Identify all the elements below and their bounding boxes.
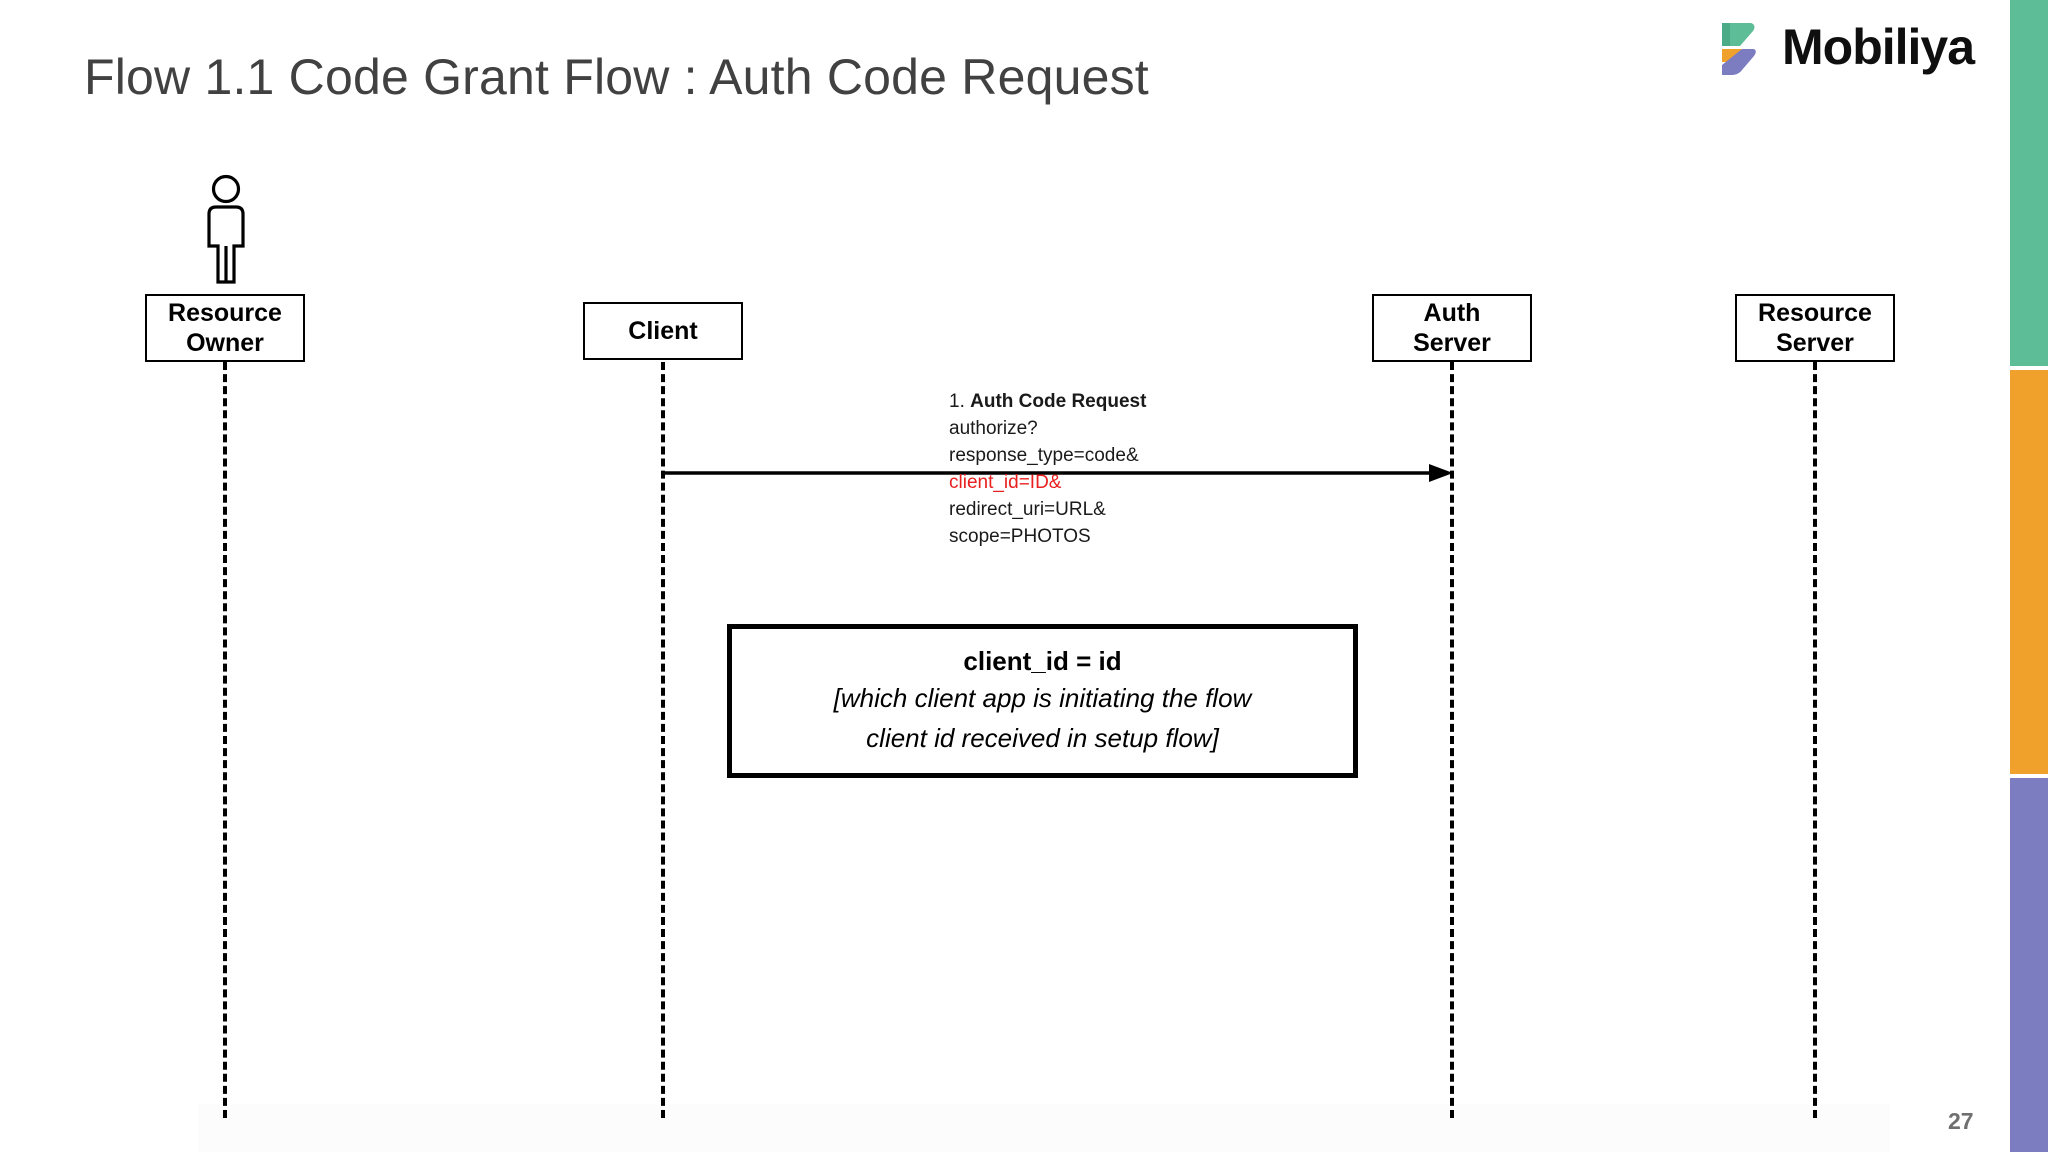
participant-label-line1: Auth [1423, 299, 1481, 327]
note-title: client_id = id [963, 646, 1122, 676]
edge-bar-orange [2010, 370, 2048, 774]
lifeline-resource-server [1813, 362, 1817, 1118]
message-label-line-redirect-uri: redirect_uri=URL& [949, 499, 1106, 520]
participant-label-line1: Client [628, 317, 698, 345]
message-label-line-title: 1. Auth Code Request [949, 388, 1146, 415]
participant-label-line2: Server [1776, 329, 1854, 357]
message-label-line-client-id: client_id=ID& [949, 472, 1062, 493]
note-client-id: client_id = id [which client app is init… [727, 624, 1358, 778]
participant-resource-server[interactable]: Resource Server [1735, 294, 1895, 362]
person-actor-icon [207, 174, 245, 284]
page-number: 27 [1948, 1108, 1974, 1134]
edge-bar-green [2010, 0, 2048, 366]
participant-client[interactable]: Client [583, 302, 743, 360]
participant-label-line2: Server [1413, 329, 1491, 357]
message-arrow-auth-code-request [663, 464, 1453, 482]
note-body-line1: [which client app is initiating the flow [833, 683, 1252, 713]
lifeline-auth-server [1450, 362, 1454, 1118]
message-label-number: 1. [949, 391, 965, 412]
lifeline-client [661, 362, 665, 1118]
participant-label-line1: Resource [1758, 299, 1872, 327]
edge-bar-purple [2010, 778, 2048, 1152]
message-label-line-response-type: response_type=code& [949, 445, 1139, 466]
message-label-line-authorize: authorize? [949, 418, 1038, 439]
note-body-line2: client id received in setup flow] [866, 723, 1219, 753]
lifeline-resource-owner [223, 362, 227, 1118]
message-label-line-scope: scope=PHOTOS [949, 526, 1091, 547]
participant-resource-owner[interactable]: Resource Owner [145, 294, 305, 362]
page-title: Flow 1.1 Code Grant Flow : Auth Code Req… [84, 49, 1149, 105]
note-body: [which client app is initiating the flow… [834, 678, 1252, 758]
mobiliya-logo-icon [1722, 23, 1756, 75]
participant-auth-server[interactable]: Auth Server [1372, 294, 1532, 362]
brand-logo: Mobiliya [1712, 14, 2002, 84]
participant-label-line2: Owner [186, 329, 264, 357]
message-label-name: Auth Code Request [970, 391, 1147, 412]
participant-label-line1: Resource [168, 299, 282, 327]
bottom-band [198, 1104, 1890, 1152]
message-label-auth-code-request: 1. Auth Code Request authorize? response… [949, 388, 1146, 550]
brand-wordmark: Mobiliya [1782, 19, 1975, 75]
